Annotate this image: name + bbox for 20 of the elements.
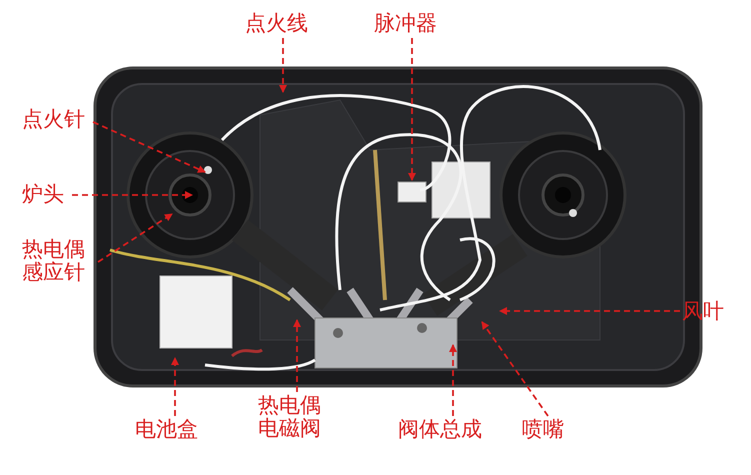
leader-line bbox=[98, 213, 173, 263]
part-label: 电池盒 bbox=[135, 418, 205, 441]
part-label: 脉冲器 bbox=[374, 12, 444, 35]
leader-line bbox=[171, 357, 179, 416]
part-label: 喷嘴 bbox=[522, 418, 570, 441]
leader-line bbox=[481, 321, 549, 417]
part-label: 点火针 bbox=[22, 108, 92, 131]
leader-line bbox=[449, 344, 457, 416]
leader-line bbox=[279, 38, 287, 93]
part-label: 点火线 bbox=[245, 12, 315, 35]
part-label: 热电偶感应针 bbox=[22, 238, 92, 284]
part-label: 阀体总成 bbox=[398, 418, 492, 441]
leader-line bbox=[408, 38, 416, 181]
leader-line bbox=[499, 307, 680, 315]
part-label: 热电偶电磁阀 bbox=[258, 394, 328, 440]
leader-line bbox=[72, 191, 193, 199]
leader-line bbox=[92, 121, 206, 173]
part-label: 炉头 bbox=[22, 183, 70, 206]
part-label: 风叶 bbox=[682, 300, 730, 323]
leader-line bbox=[293, 319, 301, 392]
